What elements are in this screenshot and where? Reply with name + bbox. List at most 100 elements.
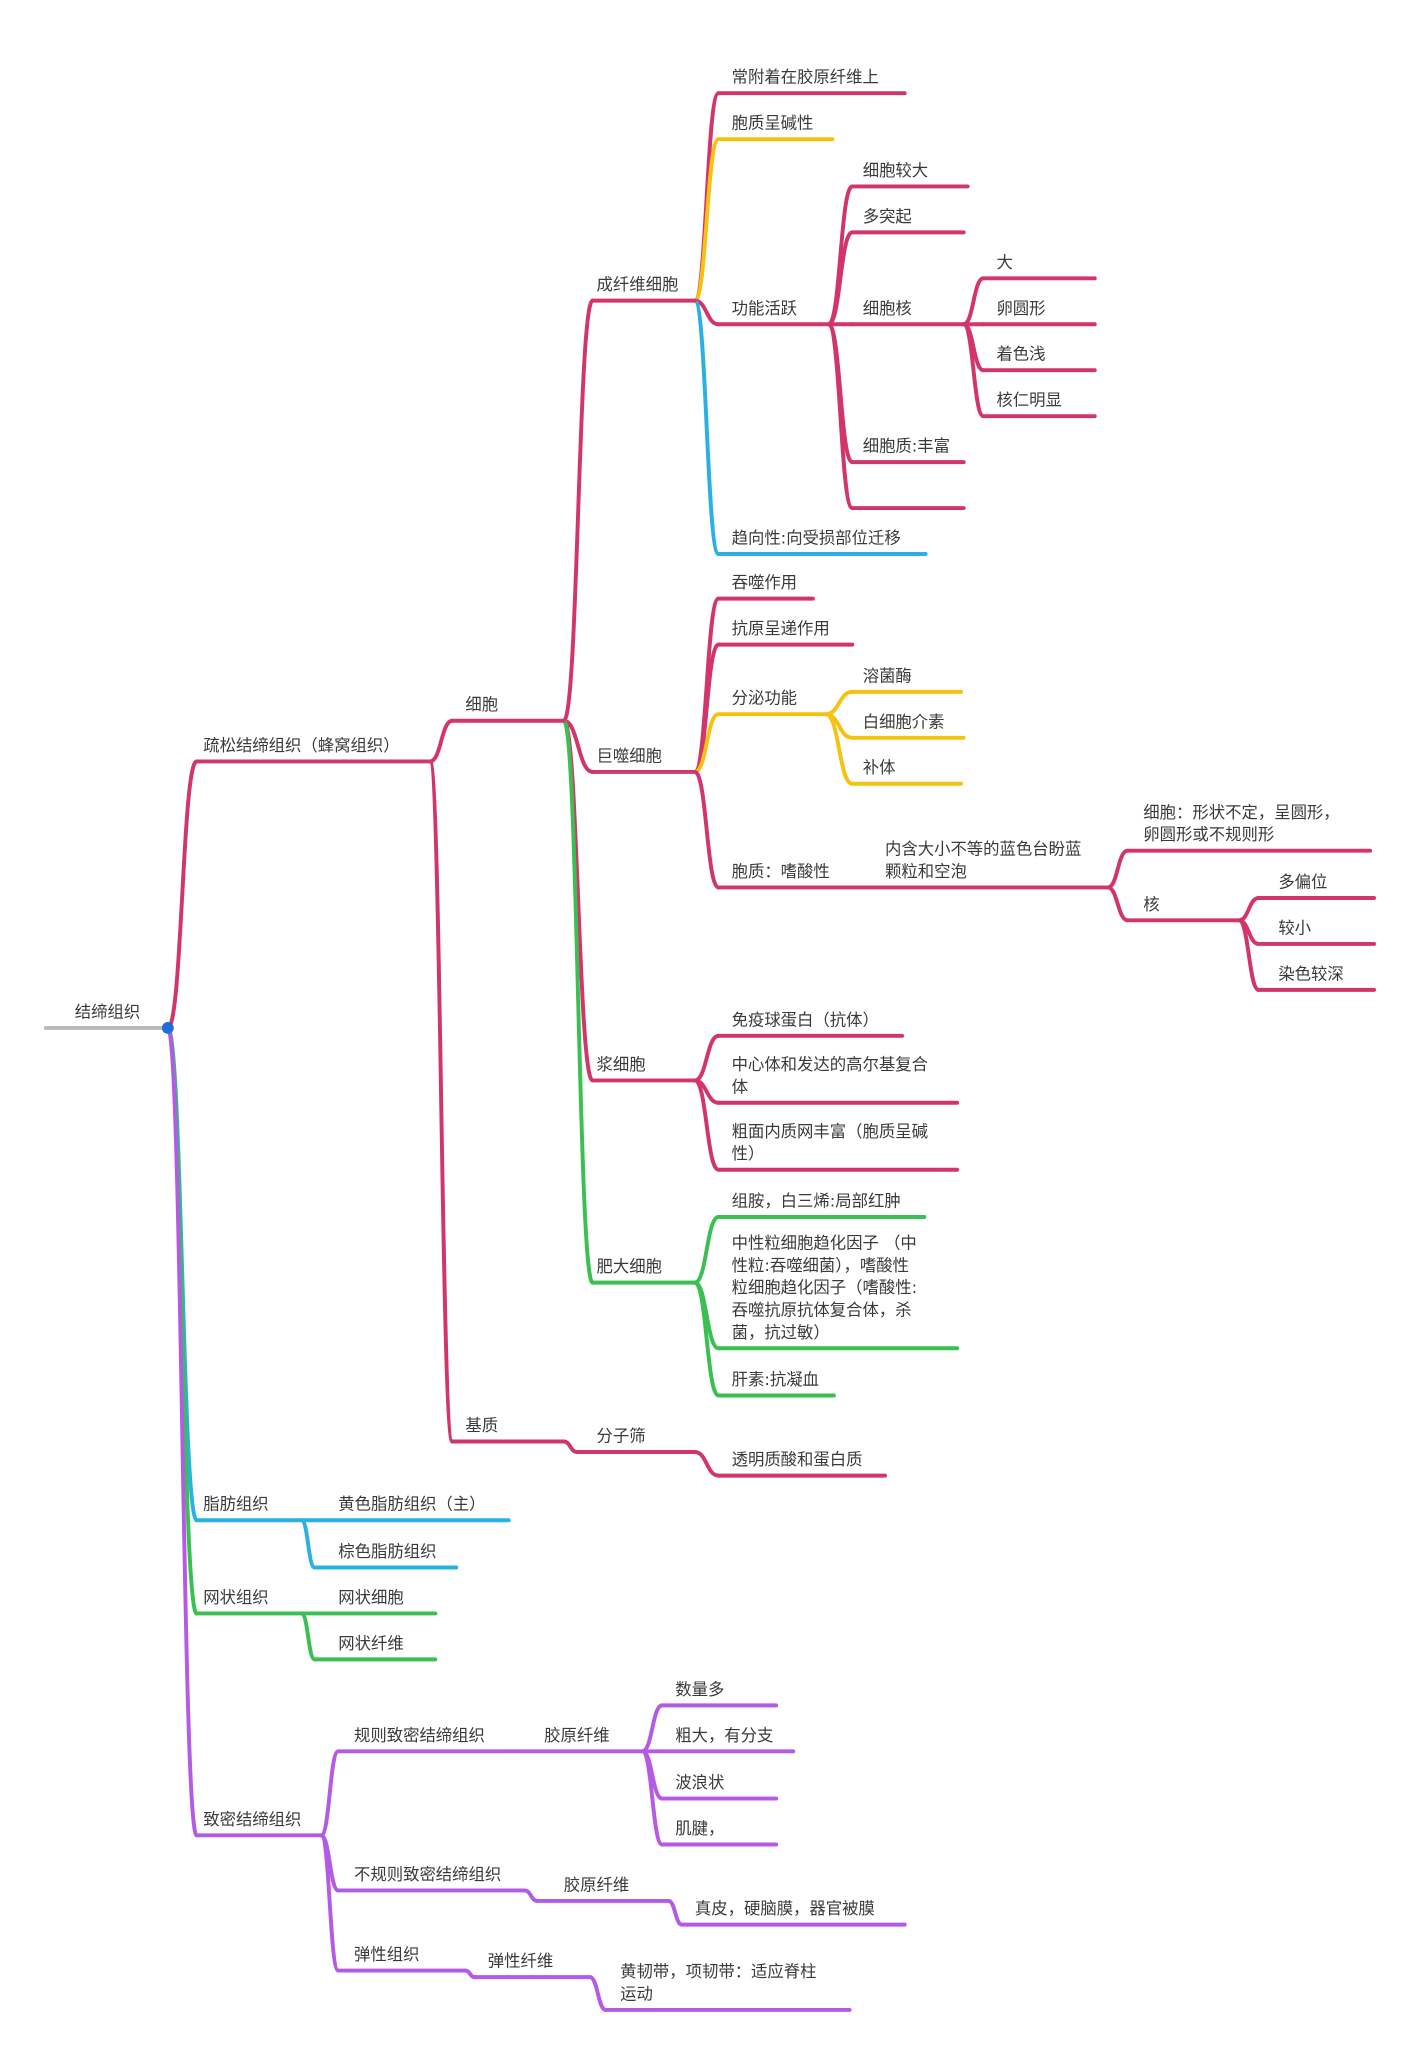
label-nucleus-feature-3: 核仁明显 — [996, 391, 1061, 410]
label-line: 规则致密结缔组织 — [354, 1726, 485, 1745]
topic-matrix: 基质 — [450, 1416, 566, 1444]
topic-plasma: 浆细胞 — [590, 1055, 697, 1083]
topic-regular-fiber-item-3: 肌腱， — [660, 1819, 779, 1847]
topic-macrophage-nucleus-item-2: 染色较深 — [1256, 964, 1377, 992]
topic-sieve-content: 透明质酸和蛋白质 — [716, 1450, 887, 1478]
label-line: 疏松结缔组织（蜂窝组织） — [203, 736, 399, 755]
label-mast-item-0: 组胺，白三烯:局部红肿 — [732, 1191, 901, 1210]
topic-fibroblast-chemotaxis: 趋向性:向受损部位迁移 — [716, 528, 928, 556]
label-line: 抗原呈递作用 — [732, 619, 830, 638]
label-line: 真皮，硬脑膜，器官被膜 — [695, 1899, 875, 1918]
topic-elastic-fiber-item-0: 黄韧带，项韧带：适应脊柱运动 — [603, 1962, 852, 2012]
label-line: 功能活跃 — [732, 299, 797, 318]
label-line: 免疫球蛋白（抗体） — [732, 1010, 879, 1029]
connector-loose — [165, 759, 199, 1030]
connector-macrophage-secretion — [692, 712, 721, 774]
label-line: 运动 — [620, 1984, 653, 2003]
label-macrophage-phagocytosis: 吞噬作用 — [732, 573, 797, 592]
topic-regular-fiber-item-0: 数量多 — [660, 1680, 779, 1708]
label-fibroblast-basophil: 胞质呈碱性 — [732, 114, 814, 133]
label-elastic-fiber: 弹性纤维 — [488, 1952, 553, 1971]
label-active-nucleus: 细胞核 — [863, 299, 912, 318]
topic-macrophage-cytoplasm: 胞质：嗜酸性 内含大小不等的蓝色台盼蓝颗粒和空泡 — [716, 840, 1110, 890]
label-mast-item-1: 中性粒细胞趋化因子 （中性粒:吞噬细菌），嗜酸性粒细胞趋化因子（嗜酸性:吞噬抗原… — [732, 1233, 918, 1341]
label-line: 细胞核 — [863, 299, 912, 318]
label-line: 多偏位 — [1278, 872, 1327, 891]
connector-dense-regular — [319, 1749, 341, 1838]
label-line: 网状细胞 — [338, 1588, 403, 1607]
root-junction-dot — [161, 1022, 174, 1034]
connector-dense — [165, 1025, 199, 1838]
topic-reticular-cell: 网状细胞 — [312, 1588, 438, 1616]
label-macrophage-antigen: 抗原呈递作用 — [732, 619, 830, 638]
label-line: 肥大细胞 — [597, 1257, 662, 1276]
connector-mast — [561, 718, 595, 1285]
topic-plasma-item-1: 中心体和发达的高尔基复合体 — [716, 1055, 960, 1105]
topic-regular-fiber-item-2: 波浪状 — [660, 1773, 779, 1801]
label-line: 结缔组织 — [75, 1002, 140, 1021]
label-line: 核 — [1143, 895, 1159, 914]
label-line: 卵圆形或不规则形 — [1143, 825, 1274, 844]
label-mast: 肥大细胞 — [597, 1257, 662, 1276]
topic-reticular-fiber: 网状纤维 — [312, 1634, 438, 1662]
connector-sieve-content — [692, 1450, 721, 1478]
label-adipose-yellow: 黄色脂肪组织（主） — [338, 1495, 485, 1514]
label-line: 菌，抗过敏） — [732, 1323, 830, 1342]
label-fibroblast-active: 功能活跃 — [732, 299, 797, 318]
topic-cells: 细胞 — [450, 695, 566, 723]
label-line: 脂肪组织 — [203, 1495, 268, 1514]
topic-dense-elastic: 弹性组织 — [336, 1945, 468, 1973]
topic-nucleus-feature-3: 核仁明显 — [981, 391, 1097, 419]
connector-mast-item-2 — [692, 1280, 721, 1398]
label-matrix-sieve: 分子筛 — [597, 1426, 646, 1445]
label-line: 趋向性:向受损部位迁移 — [732, 528, 901, 547]
label-cytoplasm-nucleus: 核 — [1143, 895, 1159, 914]
label-line: 胶原纤维 — [564, 1875, 629, 1894]
topic-irregular-fiber: 胶原纤维 — [535, 1875, 671, 1903]
label-nucleus-feature-2: 着色浅 — [996, 345, 1045, 364]
label-active-cytoplasm: 细胞质:丰富 — [863, 437, 950, 456]
label-line: 黄色脂肪组织（主） — [338, 1495, 485, 1514]
connector-matrix — [428, 759, 455, 1444]
label-macrophage-nucleus-item-1: 较小 — [1278, 918, 1311, 937]
label-line: 分子筛 — [597, 1426, 646, 1445]
label-line: 不规则致密结缔组织 — [354, 1865, 501, 1884]
label-macrophage-cytoplasm-detail: 内含大小不等的蓝色台盼蓝颗粒和空泡 — [885, 840, 1081, 881]
connector-active-empty — [826, 322, 855, 511]
label-line: 吞噬抗原抗体复合体，杀 — [732, 1300, 912, 1319]
label-plasma-item-2: 粗面内质网丰富（胞质呈碱性） — [732, 1122, 928, 1163]
label-macrophage-nucleus-item-2: 染色较深 — [1278, 964, 1343, 983]
label-line: 染色较深 — [1278, 964, 1343, 983]
topic-reticular: 网状组织 — [194, 1588, 304, 1616]
label-line: 胞质：嗜酸性 — [732, 862, 830, 881]
label-line: 卵圆形 — [996, 299, 1045, 318]
topic-plasma-item-2: 粗面内质网丰富（胞质呈碱性） — [716, 1122, 960, 1172]
label-line: 胶原纤维 — [544, 1726, 609, 1745]
label-line: 核仁明显 — [996, 391, 1061, 410]
label-regular-fiber-item-0: 数量多 — [675, 1680, 724, 1699]
label-regular-fiber: 胶原纤维 — [544, 1726, 609, 1745]
label-line: 分泌功能 — [732, 689, 797, 708]
label-line: 数量多 — [675, 1680, 724, 1699]
branch-connectors — [165, 91, 1261, 2012]
topic-matrix-sieve: 分子筛 — [574, 1426, 697, 1454]
label-line: 胞质呈碱性 — [732, 114, 814, 133]
topic-secretion-item-0: 溶菌酶 — [850, 666, 964, 694]
connector-dense-elastic — [319, 1833, 341, 1973]
label-active-processes: 多突起 — [863, 207, 912, 226]
label-reticular-cell: 网状细胞 — [338, 1588, 403, 1607]
label-plasma-item-0: 免疫球蛋白（抗体） — [732, 1010, 879, 1029]
label-line: 白细胞介素 — [863, 712, 945, 731]
label-line: 多突起 — [863, 207, 912, 226]
topic-dense-irregular: 不规则致密结缔组织 — [336, 1865, 527, 1893]
label-line: 弹性纤维 — [488, 1952, 553, 1971]
topic-nucleus-feature-0: 大 — [981, 253, 1097, 281]
label-line: 中心体和发达的高尔基复合 — [732, 1055, 928, 1074]
topic-mast-item-2: 肝素:抗凝血 — [716, 1370, 836, 1398]
label-line: 肝素:抗凝血 — [732, 1370, 819, 1389]
connector-active-processes — [826, 230, 855, 327]
connector-regular-fiber-item-3 — [640, 1749, 665, 1847]
label-line: 弹性组织 — [354, 1945, 419, 1964]
topic-nucleus-feature-1: 卵圆形 — [981, 299, 1097, 327]
label-active-large: 细胞较大 — [863, 161, 928, 180]
